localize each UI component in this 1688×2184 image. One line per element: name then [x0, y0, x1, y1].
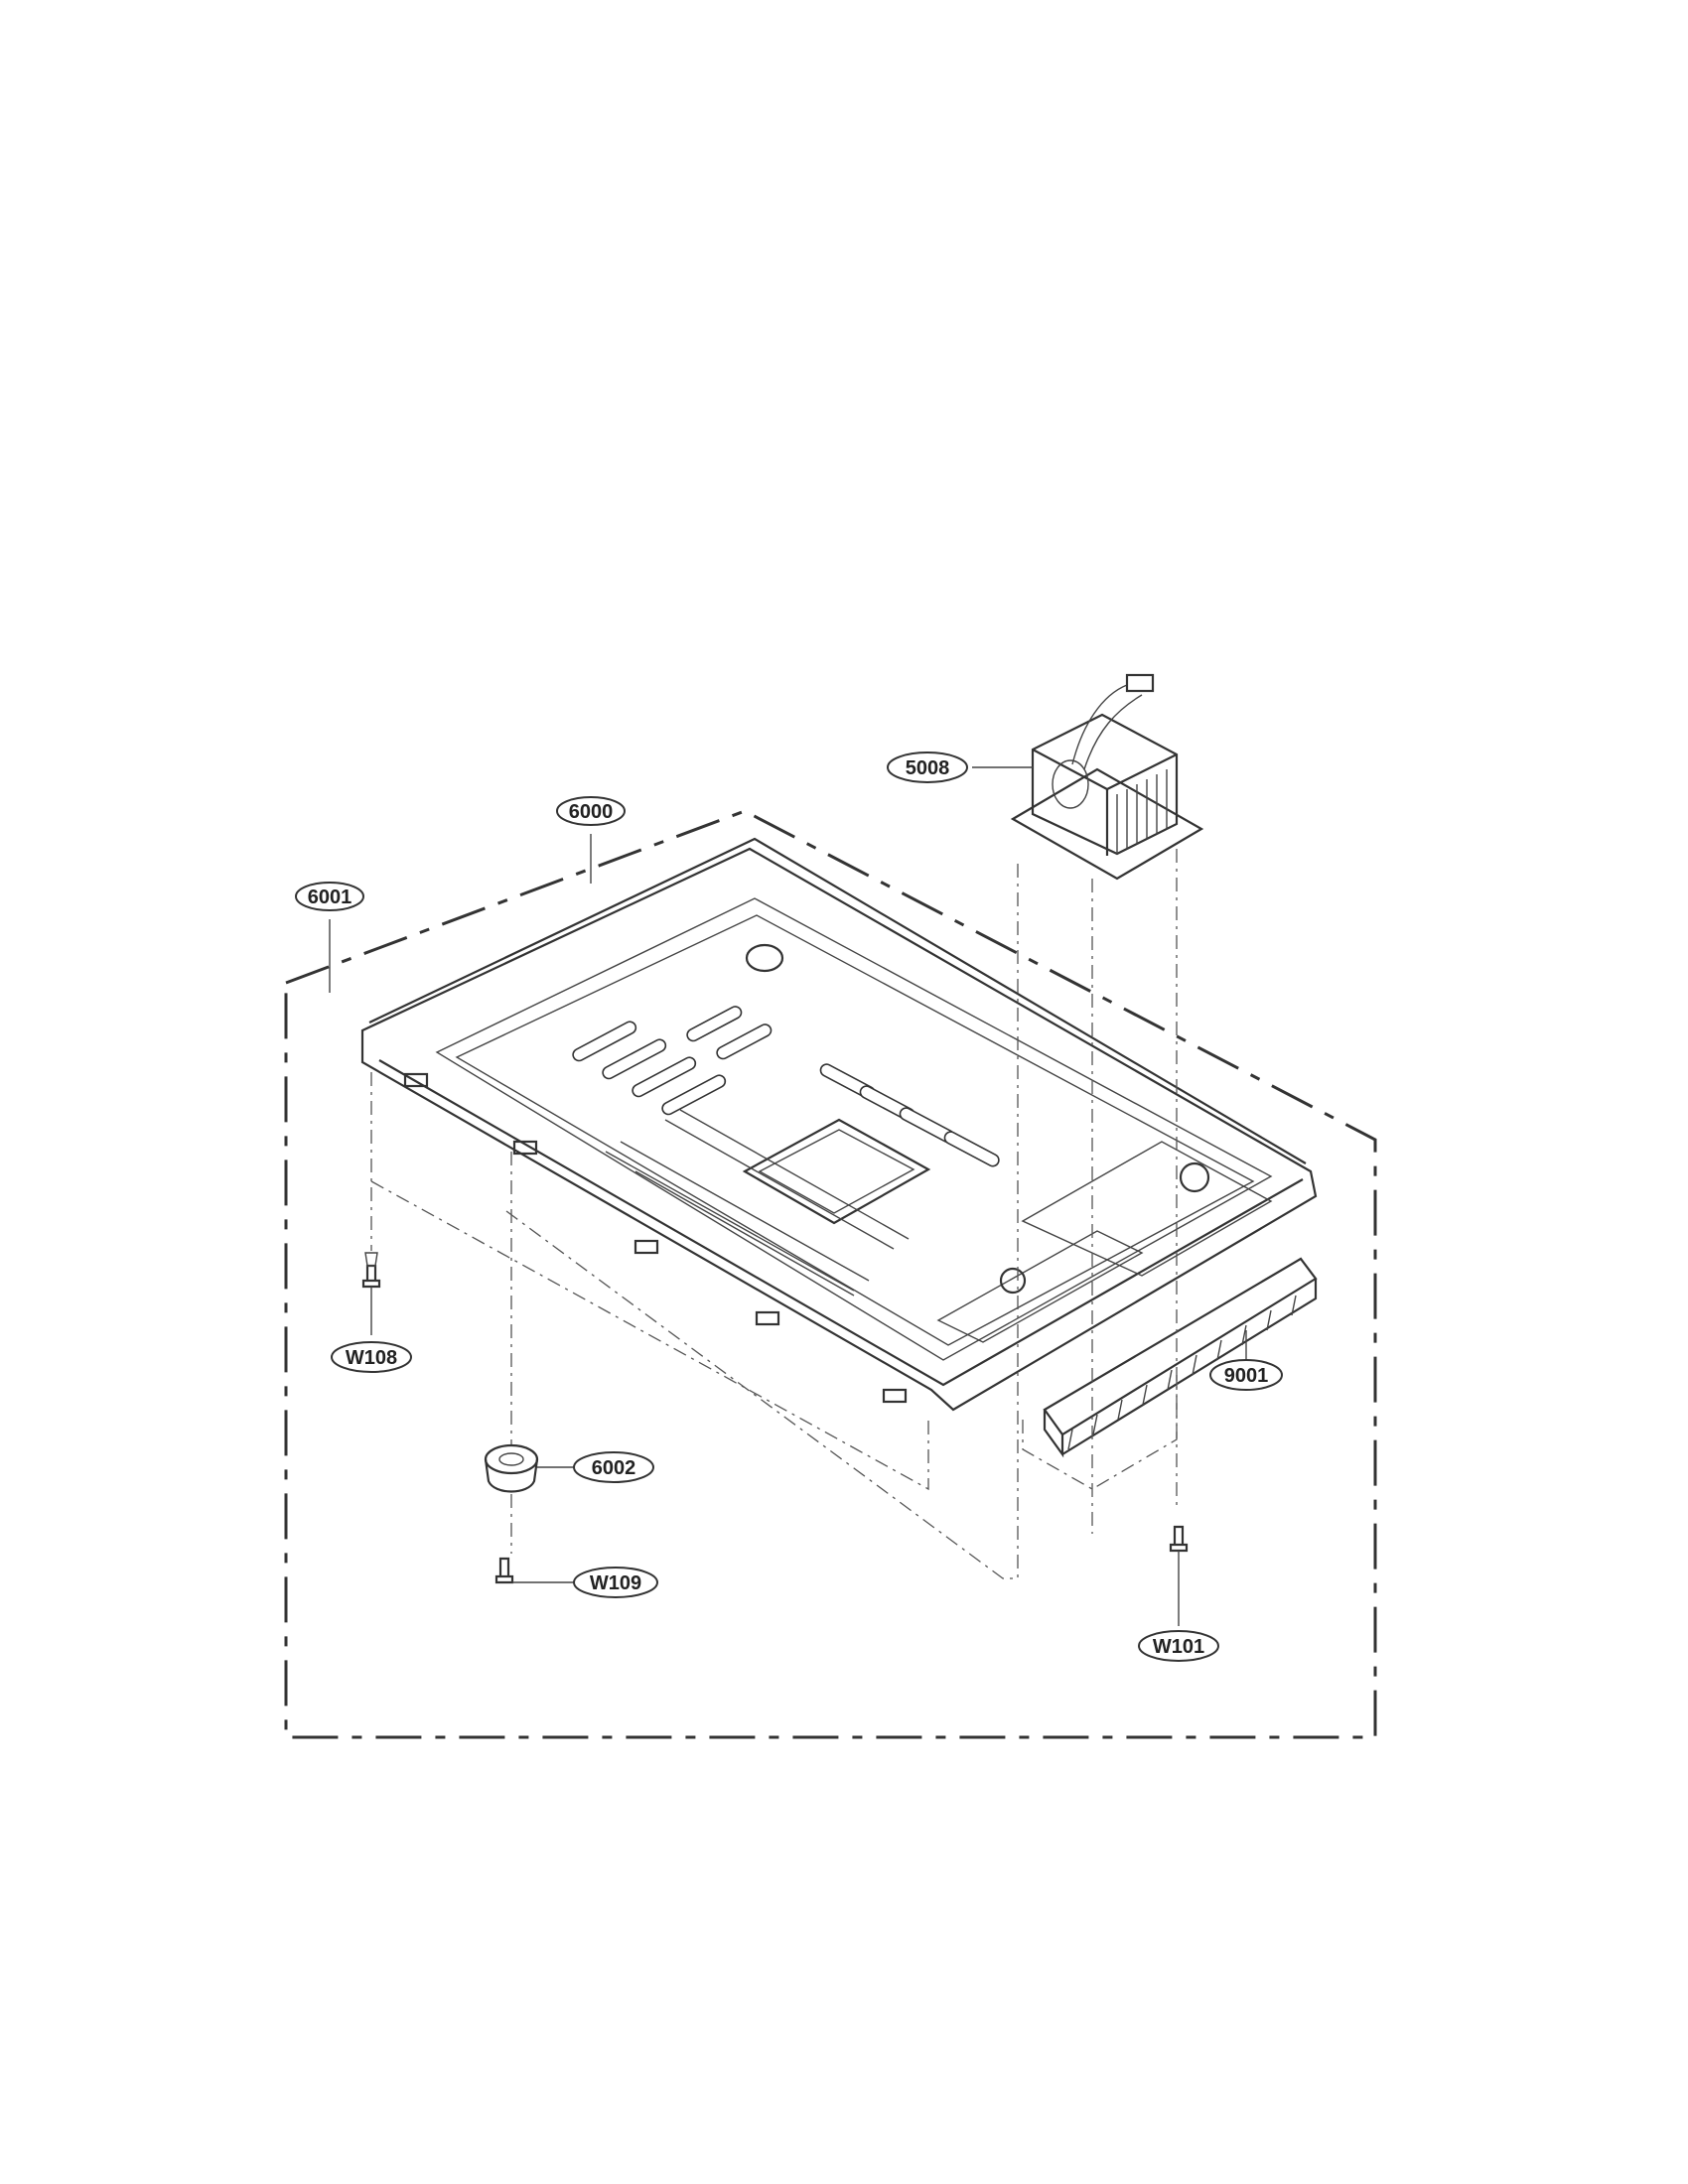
filter-icon [1043, 1257, 1318, 1458]
base-plate-icon [360, 837, 1318, 1412]
assembly-boundary [284, 809, 1377, 1739]
foot-icon [484, 1443, 539, 1493]
callout-5008: 5008 [887, 751, 968, 783]
screw-icon-w108 [361, 1252, 381, 1289]
projection-lines [370, 849, 1178, 1579]
callout-6001-label: 6001 [308, 887, 352, 908]
callout-w101-label: W101 [1153, 1636, 1204, 1658]
callout-w108-label: W108 [346, 1347, 397, 1369]
callout-6001: 6001 [295, 882, 364, 911]
callout-9001: 9001 [1209, 1359, 1283, 1391]
vent-slots-upper [572, 1006, 1000, 1167]
vent-slots-lower [605, 1109, 910, 1297]
callout-6002-label: 6002 [592, 1457, 636, 1479]
perforated-panel [742, 1118, 931, 1225]
screw-icon-w101 [1169, 1525, 1189, 1553]
callout-w109-label: W109 [590, 1572, 641, 1594]
screw-icon-w109 [494, 1557, 514, 1584]
callout-5008-label: 5008 [906, 757, 950, 779]
callout-6000: 6000 [556, 796, 626, 826]
callout-6000-label: 6000 [569, 801, 614, 823]
callout-w101: W101 [1138, 1630, 1219, 1662]
callout-6002: 6002 [573, 1451, 654, 1483]
transformer-icon [1010, 673, 1204, 881]
callout-w109: W109 [573, 1567, 658, 1598]
callout-w108: W108 [331, 1341, 412, 1373]
callout-9001-label: 9001 [1224, 1365, 1269, 1387]
